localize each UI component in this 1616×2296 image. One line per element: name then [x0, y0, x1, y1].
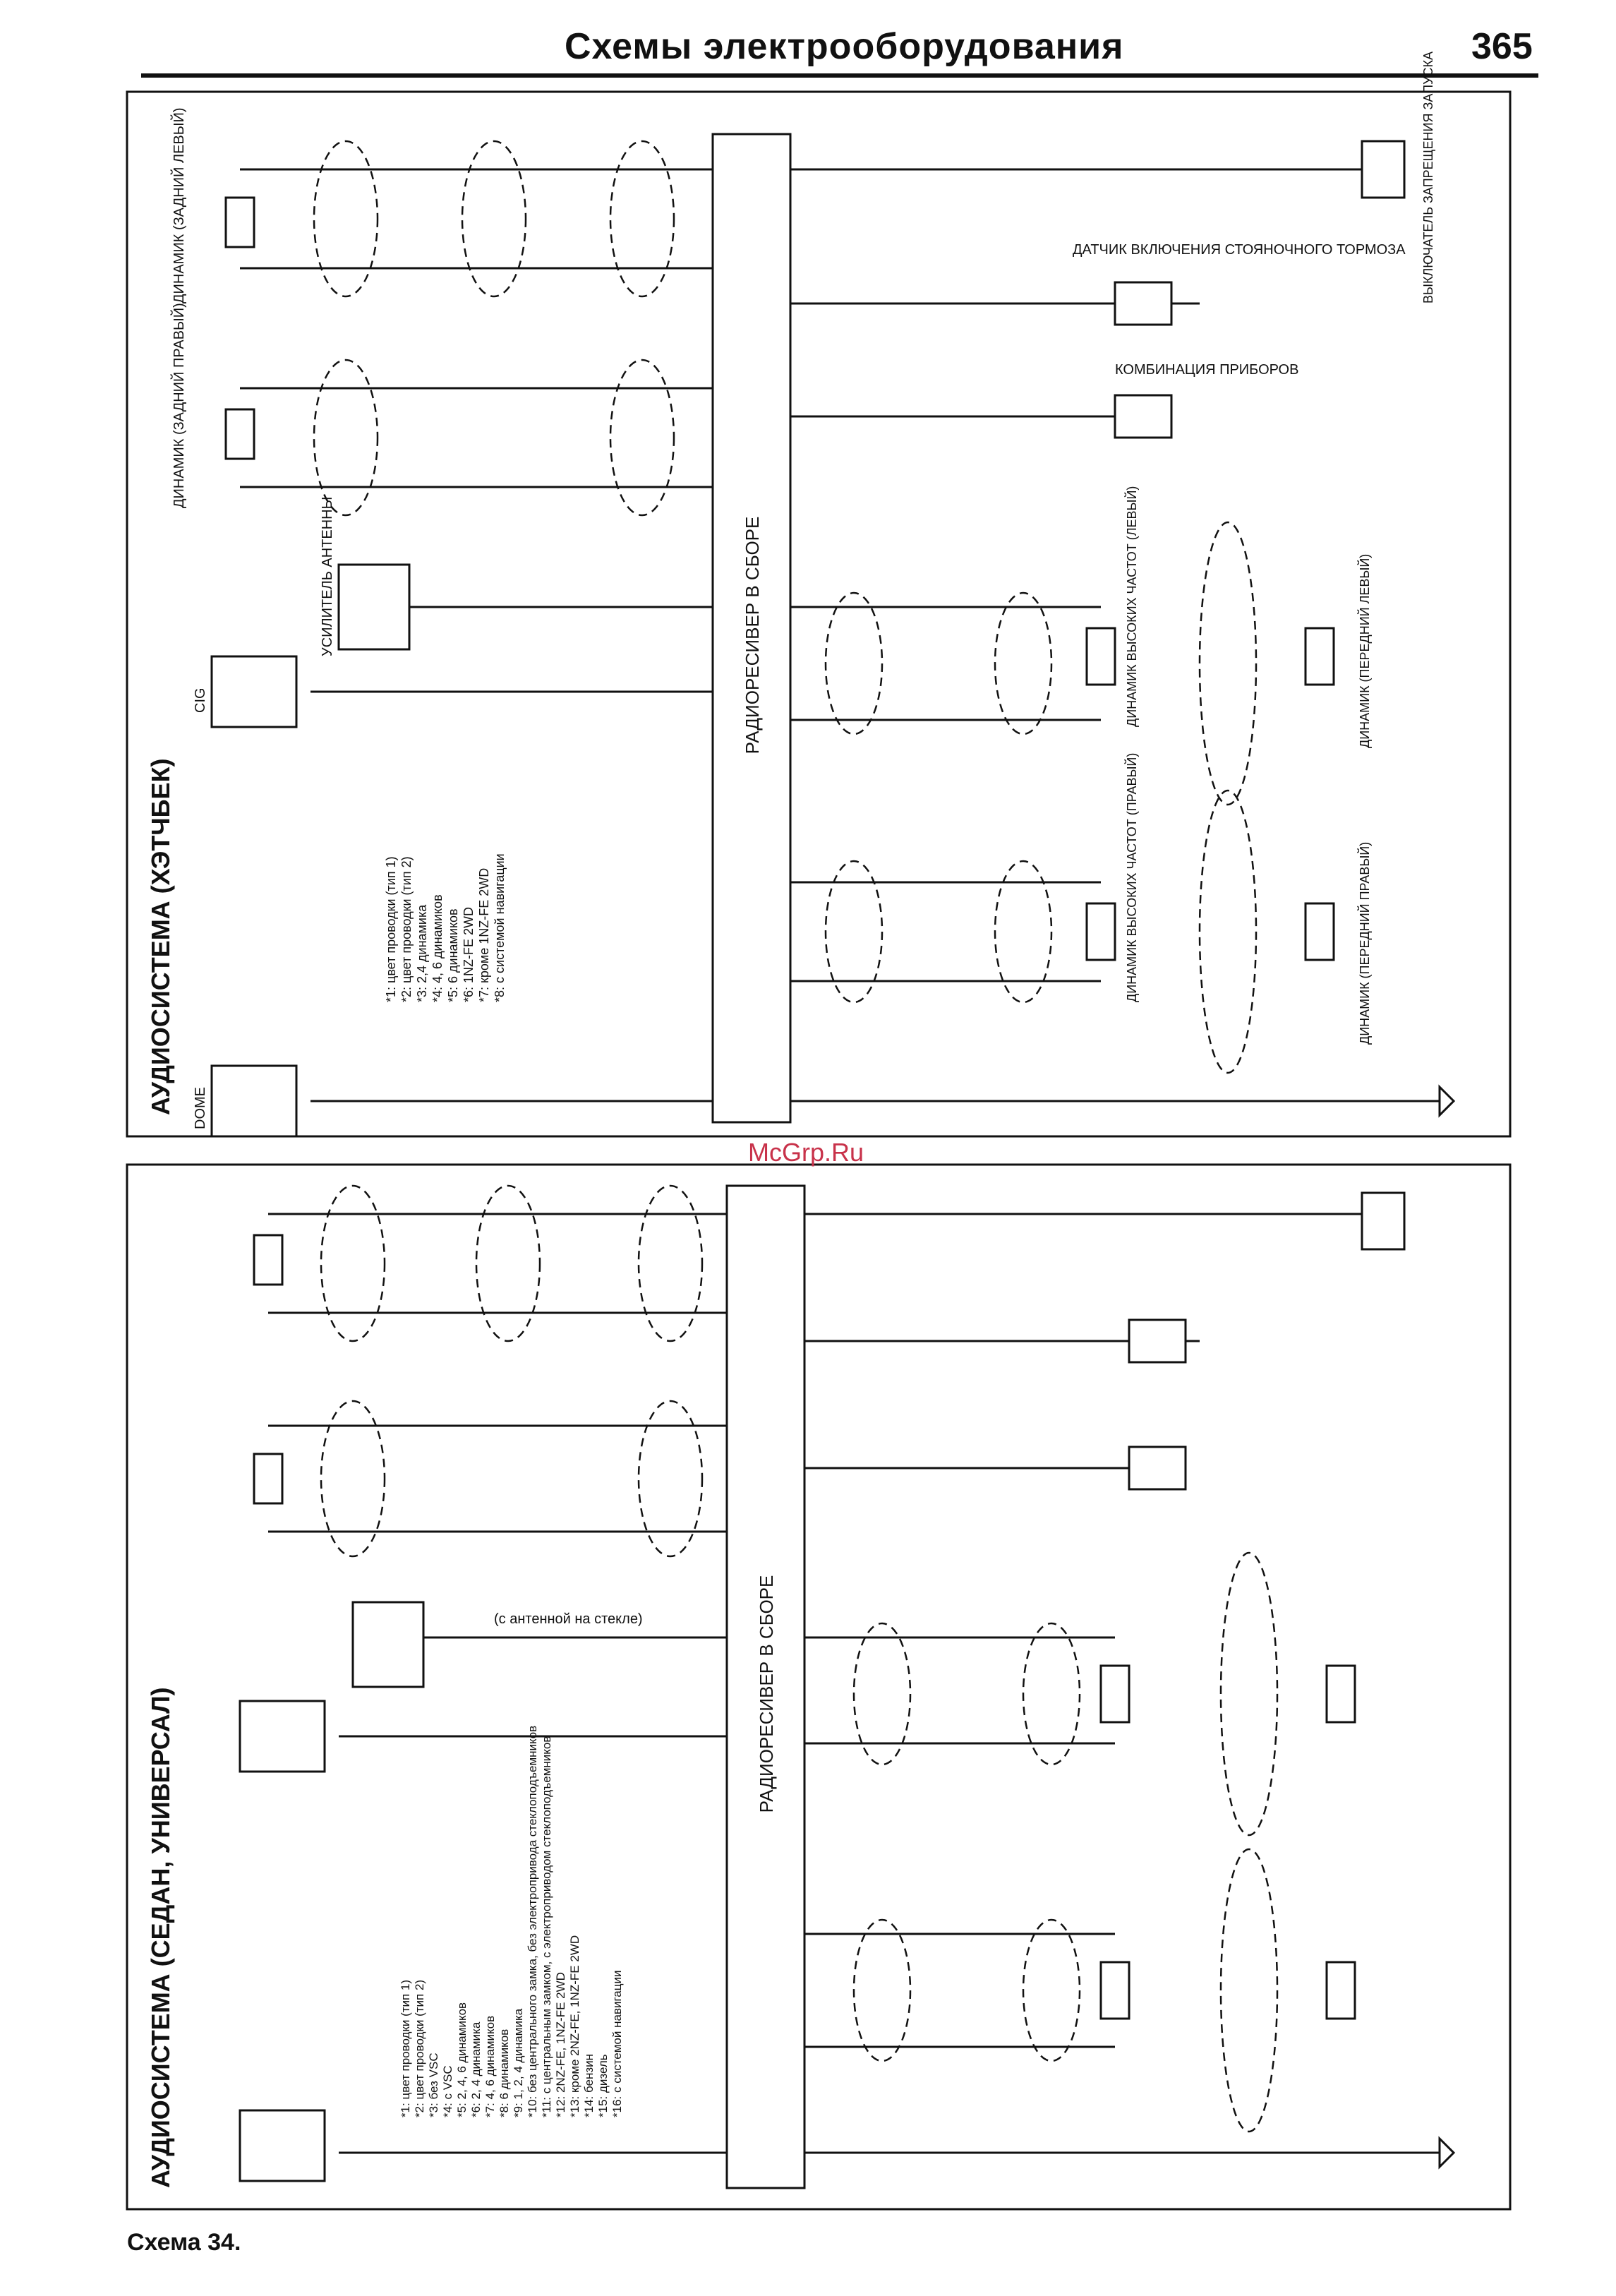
sedan-rear-right-speaker	[253, 1453, 284, 1505]
hatchback-antenna-amp	[337, 563, 411, 651]
svg-text:*14: бензин: *14: бензин	[582, 2054, 596, 2117]
sedan-combination-meter	[1128, 1445, 1187, 1491]
svg-text:*12: 2NZ-FE, 1NZ-FE 2WD: *12: 2NZ-FE, 1NZ-FE 2WD	[554, 1972, 567, 2117]
svg-text:ДИНАМИК ВЫСОКИХ ЧАСТОТ (ЛЕВЫЙ): ДИНАМИК ВЫСОКИХ ЧАСТОТ (ЛЕВЫЙ)	[1124, 486, 1139, 727]
sedan-cig-fuse	[239, 1700, 326, 1773]
sedan-antenna-amp	[351, 1601, 425, 1688]
sedan-dome-fuse	[239, 2109, 326, 2182]
hatchback-receiver-label: РАДИОРЕСИВЕР В СБОРЕ	[742, 517, 763, 755]
svg-text:ДИНАМИК (ЗАДНИЙ ЛЕВЫЙ): ДИНАМИК (ЗАДНИЙ ЛЕВЫЙ)	[170, 107, 187, 303]
svg-text:*2: цвет проводки (тип 2): *2: цвет проводки (тип 2)	[413, 1980, 426, 2117]
svg-text:*3: без VSC: *3: без VSC	[427, 2052, 440, 2117]
hatchback-rear-left-speaker	[224, 196, 255, 248]
sedan-receiver-label: РАДИОРЕСИВЕР В СБОРЕ	[756, 1575, 777, 1813]
svg-text:ВЫКЛЮЧАТЕЛЬ ЗАПРЕЩЕНИЯ ЗАПУСКА: ВЫКЛЮЧАТЕЛЬ ЗАПРЕЩЕНИЯ ЗАПУСКА	[1421, 52, 1435, 303]
hatchback-diagram: РАДИОРЕСИВЕР В СБОРЕ АУДИОСИСТЕМА (ХЭТЧБ…	[146, 52, 1456, 1138]
watermark: McGrp.Ru	[748, 1138, 864, 1167]
hatchback-combination-meter	[1114, 394, 1173, 439]
svg-text:*5: 2, 4, 6 динамиков: *5: 2, 4, 6 динамиков	[455, 2002, 469, 2117]
svg-text:*8: 6 динамиков: *8: 6 динамиков	[498, 2029, 511, 2117]
svg-text:*6: 1NZ-FE 2WD: *6: 1NZ-FE 2WD	[462, 907, 476, 1002]
svg-text:*6: 2, 4 динамика: *6: 2, 4 динамика	[469, 2021, 483, 2117]
svg-text:ДИНАМИК (ПЕРЕДНИЙ ЛЕВЫЙ): ДИНАМИК (ПЕРЕДНИЙ ЛЕВЫЙ)	[1357, 554, 1372, 748]
svg-text:*13: кроме 2NZ-FE, 1NZ-FE 2WD: *13: кроме 2NZ-FE, 1NZ-FE 2WD	[568, 1935, 581, 2117]
sedan-front-left-speaker	[1325, 1664, 1356, 1724]
hatchback-frame	[126, 90, 1512, 1138]
hatchback-parking-brake-switch	[1114, 281, 1173, 326]
page-title: Схемы электрооборудования	[565, 26, 1124, 67]
svg-text:*15: дизель: *15: дизель	[596, 2054, 610, 2117]
hatchback-dome-fuse	[210, 1064, 298, 1138]
svg-text:ДИНАМИК (ЗАДНИЙ ПРАВЫЙ): ДИНАМИК (ЗАДНИЙ ПРАВЫЙ)	[170, 303, 187, 508]
svg-text:*5: 6 динамиков: *5: 6 динамиков	[446, 908, 460, 1002]
svg-text:DOME: DOME	[193, 1087, 208, 1129]
page-header: Схемы электрооборудования 365	[0, 0, 1616, 78]
svg-text:*9: 1, 2, 4 динамика: *9: 1, 2, 4 динамика	[512, 2008, 525, 2117]
sedan-tweeter-right	[1099, 1961, 1130, 2020]
hatchback-front-right-speaker	[1304, 902, 1335, 961]
sedan-notes: *1: цвет проводки (тип 1) *2: цвет прово…	[399, 1726, 624, 2117]
svg-text:ДИНАМИК ВЫСОКИХ ЧАСТОТ (ПРАВЫЙ: ДИНАМИК ВЫСОКИХ ЧАСТОТ (ПРАВЫЙ)	[1124, 753, 1139, 1002]
svg-text:*7: 4, 6 динамиков: *7: 4, 6 динамиков	[483, 2016, 497, 2117]
sedan-parking-brake-switch	[1128, 1318, 1187, 1364]
sedan-diagram: РАДИОРЕСИВЕР В СБОРЕ АУДИОСИСТЕМА (СЕДАН…	[146, 1184, 1456, 2189]
svg-text:ДИНАМИК (ПЕРЕДНИЙ ПРАВЫЙ): ДИНАМИК (ПЕРЕДНИЙ ПРАВЫЙ)	[1357, 842, 1372, 1045]
sedan-start-inhibit	[1361, 1191, 1406, 1251]
svg-text:УСИЛИТЕЛЬ АНТЕННЫ: УСИЛИТЕЛЬ АНТЕННЫ	[320, 497, 335, 656]
svg-text:(с антенной на стекле): (с антенной на стекле)	[494, 1611, 643, 1627]
sedan-rear-left-speaker	[253, 1234, 284, 1286]
svg-text:*4: с VSC: *4: с VSC	[441, 2065, 454, 2117]
sedan-title: АУДИОСИСТЕМА (СЕДАН, УНИВЕРСАЛ)	[146, 1687, 175, 2188]
svg-text:*11: с центральным замком, с э: *11: с центральным замком, с электроприв…	[540, 1736, 553, 2117]
svg-text:*4: 4, 6 динамиков: *4: 4, 6 динамиков	[430, 894, 445, 1002]
sedan-tweeter-left	[1099, 1664, 1130, 1724]
hatchback-notes: *1: цвет проводки (тип 1) *2: цвет прово…	[384, 853, 507, 1002]
sedan-frame	[126, 1163, 1512, 2211]
svg-text:*1: цвет проводки (тип 1): *1: цвет проводки (тип 1)	[399, 1980, 412, 2117]
hatchback-receiver-box	[711, 133, 792, 1124]
page-number: 365	[1471, 26, 1533, 67]
figure-caption: Схема 34.	[127, 2229, 241, 2256]
sedan-ground-icon	[1438, 2136, 1456, 2170]
svg-text:*10: без центрального замка, б: *10: без центрального замка, без электро…	[526, 1726, 539, 2117]
svg-text:*8: с системой навигации: *8: с системой навигации	[493, 853, 507, 1002]
hatchback-cig-fuse	[210, 655, 298, 728]
hatchback-tweeter-left	[1085, 627, 1116, 686]
svg-text:*3: 2,4 динамика: *3: 2,4 динамика	[415, 904, 429, 1002]
hatchback-ground-icon	[1438, 1084, 1456, 1118]
hatchback-title: АУДИОСИСТЕМА (ХЭТЧБЕК)	[146, 758, 175, 1115]
hatchback-tweeter-right	[1085, 902, 1116, 961]
svg-text:CIG: CIG	[193, 687, 208, 713]
svg-text:*16: с системой навигации: *16: с системой навигации	[610, 1971, 624, 2117]
svg-text:*1: цвет проводки (тип 1): *1: цвет проводки (тип 1)	[384, 856, 398, 1002]
sedan-front-right-speaker	[1325, 1961, 1356, 2020]
svg-text:*7: кроме 1NZ-FE 2WD: *7: кроме 1NZ-FE 2WD	[477, 868, 491, 1002]
hatchback-rear-right-speaker	[224, 408, 255, 460]
svg-text:*2: цвет проводки (тип 2): *2: цвет проводки (тип 2)	[399, 856, 414, 1002]
sedan-receiver-box	[725, 1184, 806, 2189]
svg-text:ДАТЧИК ВКЛЮЧЕНИЯ СТОЯНОЧНОГО Т: ДАТЧИК ВКЛЮЧЕНИЯ СТОЯНОЧНОГО ТОРМОЗА	[1073, 242, 1406, 258]
header-divider	[141, 73, 1538, 78]
hatchback-start-inhibit	[1361, 140, 1406, 199]
hatchback-front-left-speaker	[1304, 627, 1335, 686]
svg-text:КОМБИНАЦИЯ ПРИБОРОВ: КОМБИНАЦИЯ ПРИБОРОВ	[1115, 362, 1298, 378]
